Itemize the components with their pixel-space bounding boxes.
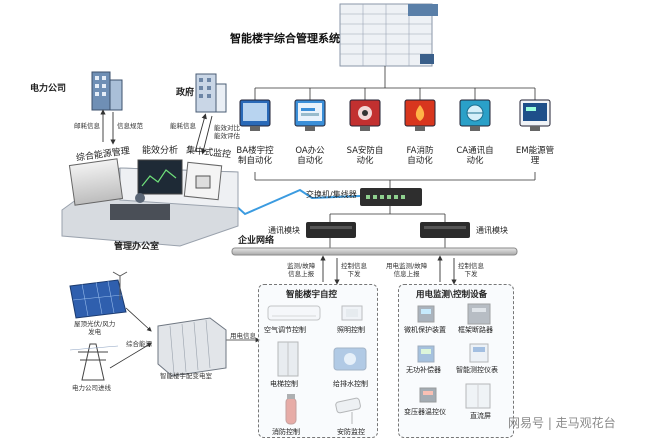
- subsystem-tree-lines: [254, 66, 536, 248]
- bus-arrow-right-up-label: 用电监测/故障 信息上报: [386, 262, 428, 278]
- bus-arrow-right-down-label: 控制信息 下发: [458, 262, 484, 278]
- bus-arrow-left-up-label: 监测/故障 信息上报: [287, 262, 316, 278]
- building-control-item: 照明控制: [337, 326, 365, 334]
- power-device-item: 无功补偿器: [406, 366, 441, 374]
- power-company-label: 电力公司: [30, 84, 67, 94]
- power-device-item: 微机保护装置: [404, 326, 446, 334]
- energy-lines: [109, 307, 261, 369]
- page-title: 智能楼宇综合管理系统: [230, 32, 340, 45]
- subsystem-label-fa: FA消防 自动化: [406, 146, 434, 166]
- switchgear-icon: [157, 317, 227, 377]
- subsystem-label-ba: BA楼宇控 制自动化: [236, 146, 274, 166]
- comm-module-right-icon: [420, 222, 470, 238]
- subsystem-label-sa: SA安防自 动化: [346, 146, 384, 166]
- building-tower-icon: [339, 3, 438, 67]
- building-control-item: 空气调节控制: [264, 326, 306, 334]
- supply-label: 用电信息: [230, 332, 256, 340]
- power-link-label-1: 邮耗信息: [74, 122, 100, 130]
- network-bus: [231, 247, 518, 256]
- government-label: 政府: [176, 88, 195, 98]
- government-building-icon: [195, 73, 227, 113]
- building-control-item: 电梯控制: [270, 380, 298, 388]
- watermark: 网易号 | 走马观花台: [508, 416, 616, 430]
- solar-label: 屋顶光伏/风力 发电: [74, 320, 116, 336]
- ca-globe-icon: [459, 99, 491, 131]
- power-device-title: 用电监测\控制设备: [416, 290, 488, 300]
- energy-hub-label: 综合能源: [126, 340, 152, 348]
- comm-module-left-label: 通讯模块: [268, 226, 300, 235]
- em-meter-icon: [519, 99, 551, 131]
- building-control-box: [258, 284, 378, 438]
- power-device-item: 直流屏: [470, 412, 491, 420]
- gov-link-label-1: 能耗信息: [170, 122, 196, 130]
- top-left-arrows: [100, 109, 213, 155]
- office-panel-label-2: 能效分析: [142, 146, 179, 156]
- power-device-item: 框架断路器: [458, 326, 493, 334]
- subsystem-label-oa: OA办公 自动化: [295, 146, 325, 166]
- switch-label: 交换机/集线器: [306, 190, 357, 199]
- power-device-item: 智能测控仪表: [456, 366, 498, 374]
- building-control-item: 消防控制: [272, 428, 300, 436]
- bus-arrow-left-down-label: 控制信息 下发: [341, 262, 367, 278]
- ba-monitor-icon: [239, 99, 271, 131]
- building-control-item: 给排水控制: [333, 380, 368, 388]
- office-room-illustration: [61, 158, 239, 247]
- bus-label: 企业网络: [238, 236, 275, 246]
- switch-icon: [360, 188, 422, 206]
- bus-arrows: [320, 255, 457, 285]
- subsystem-label-ca: CA通讯自 动化: [456, 146, 494, 166]
- power-device-box: [398, 284, 514, 438]
- subsystem-monitors: [239, 99, 551, 131]
- power-tower-icon: [69, 343, 119, 381]
- comm-module-left-icon: [306, 222, 356, 238]
- sa-camera-icon: [349, 99, 381, 131]
- fa-fire-icon: [404, 99, 436, 131]
- comm-module-right-label: 通讯模块: [476, 226, 508, 235]
- power-company-building-icon: [91, 71, 123, 111]
- oa-monitor-icon: [294, 99, 326, 131]
- solar-panel-icon: [69, 271, 128, 319]
- subsystem-label-em: EM能源管 理: [515, 146, 555, 166]
- grid-label: 电力公司进线: [72, 384, 111, 392]
- office-label: 管理办公室: [114, 242, 160, 252]
- power-link-label-2: 信息规范: [117, 122, 143, 130]
- substation-label: 智能楼宇配变电室: [160, 372, 212, 380]
- gov-link-label-2: 能效对比 能效评估: [214, 124, 240, 140]
- building-control-item: 安防监控: [337, 428, 365, 436]
- power-device-item: 变压器温控仪: [404, 408, 446, 416]
- building-control-title: 智能楼宇自控: [286, 290, 338, 300]
